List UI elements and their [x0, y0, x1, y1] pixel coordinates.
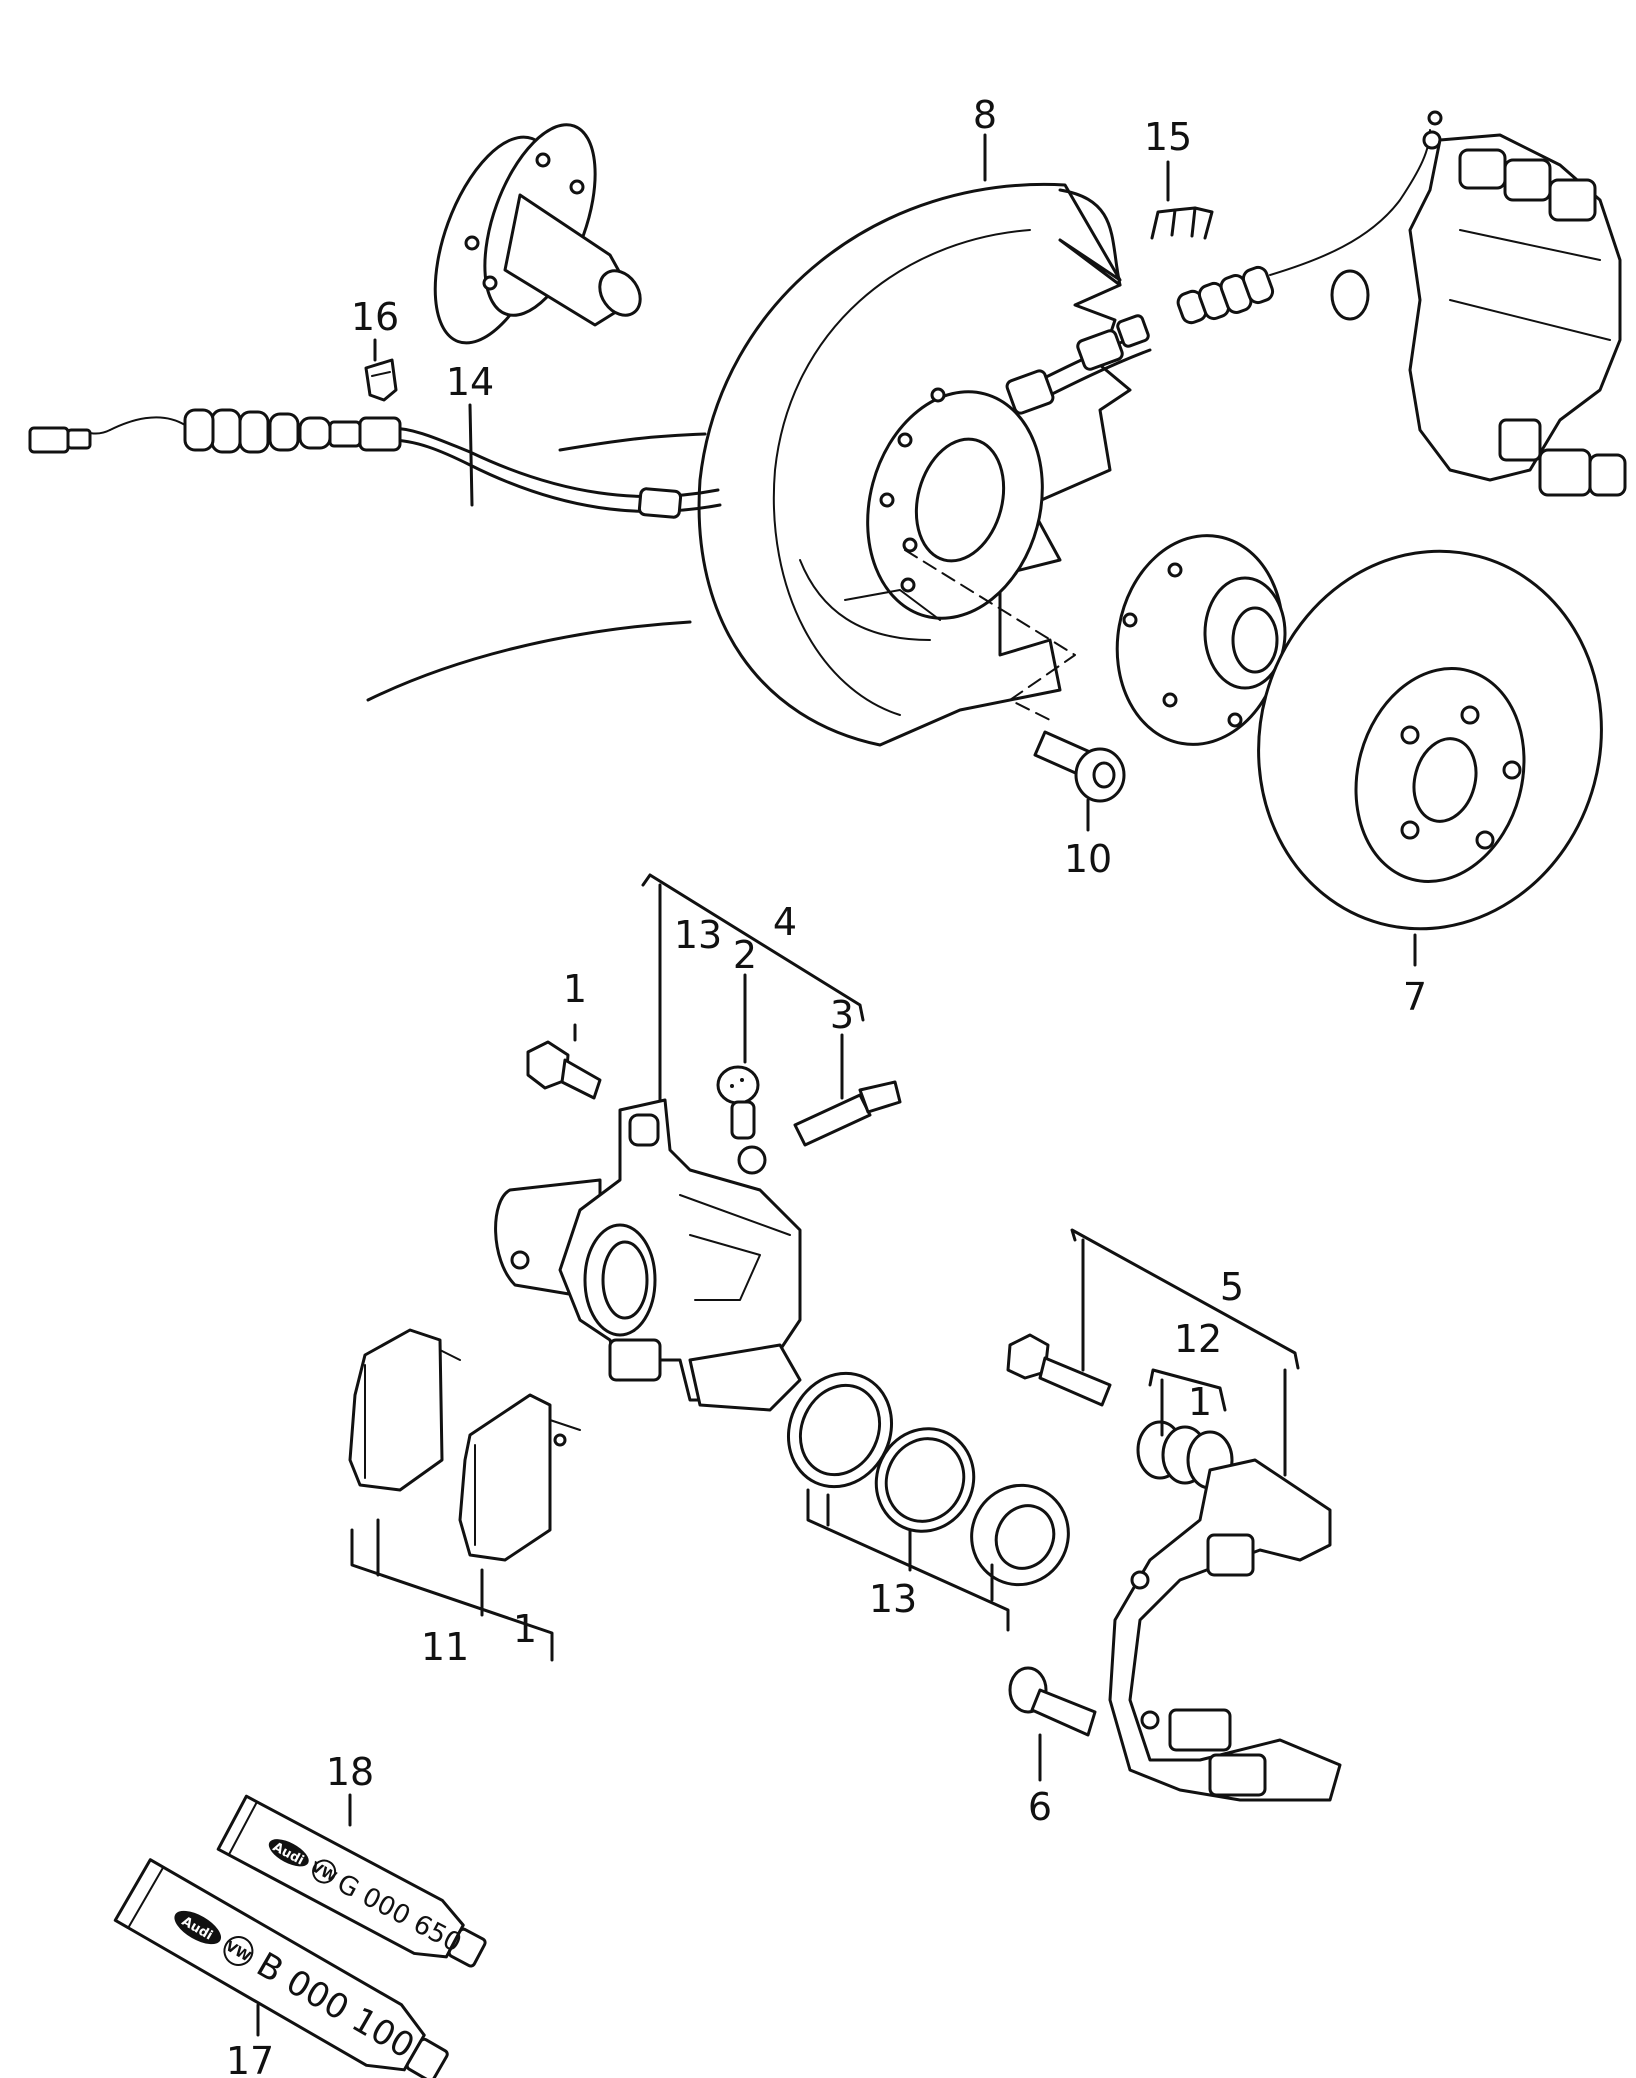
cable-clip-16 [364, 358, 398, 402]
right-cable [1005, 110, 1443, 415]
callout-14: 14 [446, 360, 494, 404]
tube-17: Audi VW B 000 100 [113, 1858, 449, 2078]
callout-12: 12 [1174, 1317, 1222, 1361]
bracket-group-4 [641, 873, 865, 1117]
brake-pads [348, 1328, 581, 1562]
bolt-10 [1033, 730, 1126, 803]
callout-3: 3 [830, 993, 854, 1037]
clip-15 [1150, 206, 1214, 240]
piston-seals [786, 1371, 1070, 1587]
right-cable-spring [1176, 265, 1275, 325]
wheel-hub [1115, 534, 1287, 746]
callout-1-pads: 1 [513, 1607, 537, 1651]
callout-7: 7 [1403, 975, 1427, 1019]
bolt-1-upper [526, 1040, 602, 1100]
handbrake-cable [28, 408, 722, 519]
callout-17: 17 [226, 2039, 274, 2078]
callout-4: 4 [773, 900, 797, 944]
caliper-carrier [1108, 1458, 1342, 1802]
axle-outline [366, 432, 707, 702]
guide-pin-kit [1006, 1333, 1234, 1490]
callout-1-upper: 1 [563, 967, 587, 1011]
cable-spring [183, 408, 332, 454]
callout-11: 11 [421, 1625, 469, 1669]
callout-leaders [256, 133, 1417, 2037]
bolt-6 [1008, 1666, 1097, 1737]
callout-16: 16 [351, 295, 399, 339]
callout-5: 5 [1220, 1265, 1244, 1309]
stub-axle [433, 123, 642, 345]
callout-13-lower: 13 [869, 1577, 917, 1621]
callout-1-kit: 1 [1188, 1380, 1212, 1424]
callout-13-upper: 13 [674, 913, 722, 957]
callout-8: 8 [973, 93, 997, 137]
upper-caliper [1330, 133, 1627, 497]
brake-caliper [494, 1098, 802, 1412]
backing-plate [697, 182, 1132, 747]
callout-2: 2 [733, 933, 757, 977]
callout-10: 10 [1064, 837, 1112, 881]
callout-labels: 8 15 16 14 10 7 13 4 2 1 3 5 12 1 13 11 … [226, 93, 1427, 2078]
callout-15: 15 [1144, 115, 1192, 159]
bleed-cap-2 [716, 1065, 767, 1175]
brake-disc [1257, 549, 1603, 931]
callout-18: 18 [326, 1750, 374, 1794]
callout-6: 6 [1028, 1785, 1052, 1829]
bleed-screw-3 [793, 1080, 902, 1147]
